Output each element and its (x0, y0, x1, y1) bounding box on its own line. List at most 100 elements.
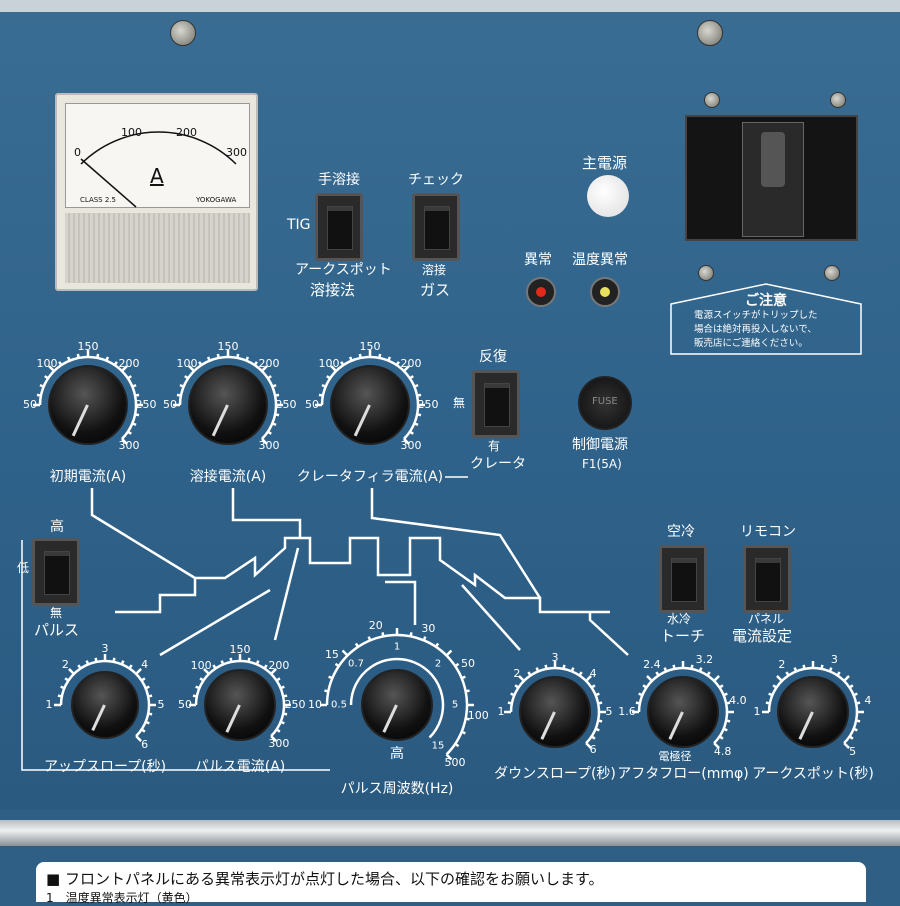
knob-tick-label: 2 (61, 658, 69, 672)
meter-scale-100: 100 (121, 126, 142, 139)
temp-lamp-label: 温度異常 (572, 252, 628, 268)
knob-scale (315, 350, 425, 445)
switch-label: チェック (408, 172, 464, 188)
knob-tick-label: 10 (308, 697, 322, 711)
caution-title: ご注意 (745, 293, 787, 309)
switch-label: 空冷 (667, 524, 695, 540)
knob-label: アフタフロー(mmφ) (617, 766, 749, 782)
knob-tick-label: 150 (77, 339, 99, 353)
knob-scale (504, 661, 606, 749)
switch-label: 電流設定 (732, 627, 793, 645)
switch-label: パルス (34, 621, 80, 639)
knob-tick-label: 300 (118, 438, 140, 452)
knob-tick-label: 300 (400, 438, 422, 452)
screw (170, 20, 196, 46)
weld-mode-switch[interactable] (315, 193, 363, 261)
switch-label: トーチ (660, 627, 706, 645)
knob-tick-label: 100 (318, 356, 340, 370)
knob-tick-label: 2 (778, 658, 786, 672)
knob-tick-label: 2 (513, 666, 521, 680)
remote-switch[interactable] (743, 545, 791, 613)
notice-text: フロントパネルにある異常表示灯が点灯した場合、以下の確認をお願いします。 (64, 870, 604, 888)
ammeter: 0 100 200 300 A CLASS 2.5 YOKOGAWA (55, 93, 258, 291)
switch-label: 有 (488, 439, 501, 453)
knob-scale (320, 628, 474, 761)
switch-label: 無 (50, 606, 63, 620)
fuse-label: 制御電源 (572, 437, 628, 453)
knob-sub-label: 電極径 (658, 750, 692, 763)
knob-tick-label: 3 (830, 653, 838, 667)
screw (824, 265, 840, 281)
main-power-lamp (587, 175, 629, 217)
knob-tick-label: 4 (864, 694, 872, 708)
main-breaker[interactable] (685, 115, 858, 241)
knob-tick-label: 300 (268, 736, 290, 750)
caution-line: 販売店にご連絡ください。 (694, 338, 808, 349)
knob-tick-label: 30 (421, 622, 436, 636)
front-handle-rail[interactable] (0, 820, 900, 846)
knob-tick-label: 6 (589, 743, 597, 757)
notice-label: ■ フロントパネルにある異常表示灯が点灯した場合、以下の確認をお願いします。 1… (36, 862, 866, 905)
main-power-label: 主電源 (582, 154, 628, 172)
switch-label: 高 (50, 519, 64, 535)
knob-tick-label: 300 (258, 438, 280, 452)
knob-tick-label: 100 (190, 659, 212, 673)
switch-label: ガス (420, 281, 451, 299)
meter-scale-0: 0 (74, 146, 81, 159)
fuse-rating: F1(5A) (582, 457, 622, 471)
knob-tick-label: 15 (324, 648, 339, 662)
knob-tick-label: 50 (23, 397, 37, 411)
knob-tick-label: 100 (467, 708, 489, 722)
torch-cooling-switch[interactable] (659, 545, 707, 613)
knob-tick-label: 150 (217, 339, 239, 353)
meter-brand: YOKOGAWA (196, 196, 237, 204)
fuse-cap-text: FUSE (592, 396, 618, 407)
gas-check-switch[interactable] (412, 193, 460, 261)
knob-tick-label: 3.2 (695, 653, 714, 667)
knob-tick-label: 50 (305, 397, 319, 411)
fuse-holder[interactable]: FUSE (578, 376, 632, 430)
knob-label: クレータフィラ電流(A) (296, 469, 444, 485)
knob-tick-label: 1.6 (618, 704, 636, 718)
knob-tick-label: 4.0 (729, 694, 747, 708)
error-lamp (526, 277, 556, 307)
top-edge (0, 0, 900, 12)
knob-tick-label: 150 (359, 339, 381, 353)
switch-label: アークスポット (295, 262, 392, 278)
screw (698, 265, 714, 281)
caution-line: 電源スイッチがトリップした (694, 310, 818, 321)
knob-scale (54, 654, 156, 742)
knob-tick-label: 2 (434, 658, 442, 670)
screw (704, 92, 720, 108)
knob-label: ダウンスロープ(秒) (494, 766, 616, 782)
knob-tick-label: 1 (45, 697, 53, 711)
switch-label: 溶接 (422, 263, 447, 277)
knob-tick-label: 50 (461, 656, 475, 670)
switch-label: リモコン (740, 524, 796, 540)
pulse-switch[interactable] (32, 538, 80, 606)
knob-tick-label: 6 (141, 737, 149, 751)
knob-tick-label: 2.4 (643, 658, 661, 672)
switch-label: 反復 (479, 349, 507, 365)
screw (697, 20, 723, 46)
error-lamp-label: 異常 (524, 252, 552, 268)
welding-sequence-diagram (21, 476, 629, 771)
repeat-switch[interactable] (472, 370, 520, 438)
knob-label: アークスポット(秒) (752, 766, 874, 782)
knob-tick-label: 4.8 (713, 744, 732, 758)
meter-class: CLASS 2.5 (80, 196, 116, 204)
switch-label: パネル (748, 612, 785, 626)
knob-tick-label: 100 (36, 356, 58, 370)
knob-label: パルス電流(A) (194, 759, 286, 775)
switch-label: 低 (17, 561, 30, 575)
switch-label: 水冷 (667, 612, 692, 626)
knob-tick-label: 5 (605, 704, 613, 718)
temp-error-lamp (590, 277, 620, 307)
knob-tick-label: 3 (101, 641, 109, 655)
knob-tick-label: 150 (229, 642, 251, 656)
knob-tick-label: 200 (118, 356, 140, 370)
knob-tick-label: 250 (284, 697, 306, 711)
knob-tick-label: 4 (589, 666, 597, 680)
knob-scale (762, 661, 864, 749)
knob-tick-label: 200 (400, 356, 422, 370)
